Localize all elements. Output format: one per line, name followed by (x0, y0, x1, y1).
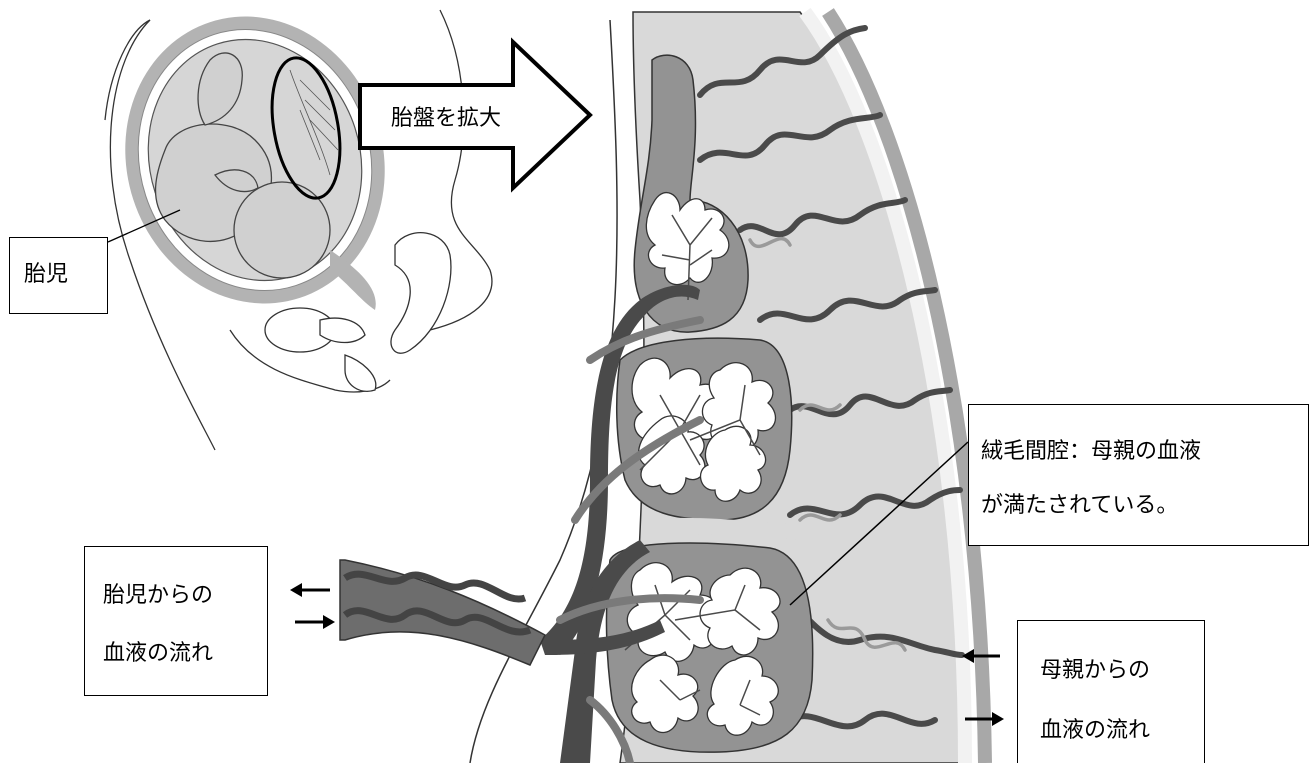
fetus-label-box: 胎児 (9, 237, 108, 314)
fetal-flow-label-line1: 胎児からの (103, 567, 267, 625)
intervillous-label-line2: が満たされている。 (981, 479, 1308, 533)
fetus-label: 胎児 (24, 252, 107, 298)
maternal-flow-label-line2: 血液の流れ (1040, 701, 1204, 761)
intervillous-space-label-box: 絨毛間腔：母親の血液 が満たされている。 (968, 404, 1309, 546)
arrow-left-icon (290, 583, 330, 597)
zoom-label: 胎盤を拡大 (391, 100, 501, 132)
umbilical-cord (340, 560, 545, 665)
maternal-flow-label-line1: 母親からの (1040, 641, 1204, 701)
fetal-flow-label-line2: 血液の流れ (103, 625, 267, 683)
maternal-blood-flow-label-box: 母親からの 血液の流れ (1017, 620, 1205, 763)
fetal-blood-flow-label-box: 胎児からの 血液の流れ (84, 546, 268, 696)
intervillous-label-line1: 絨毛間腔：母親の血液 (981, 425, 1308, 479)
arrow-right-icon (295, 615, 335, 629)
